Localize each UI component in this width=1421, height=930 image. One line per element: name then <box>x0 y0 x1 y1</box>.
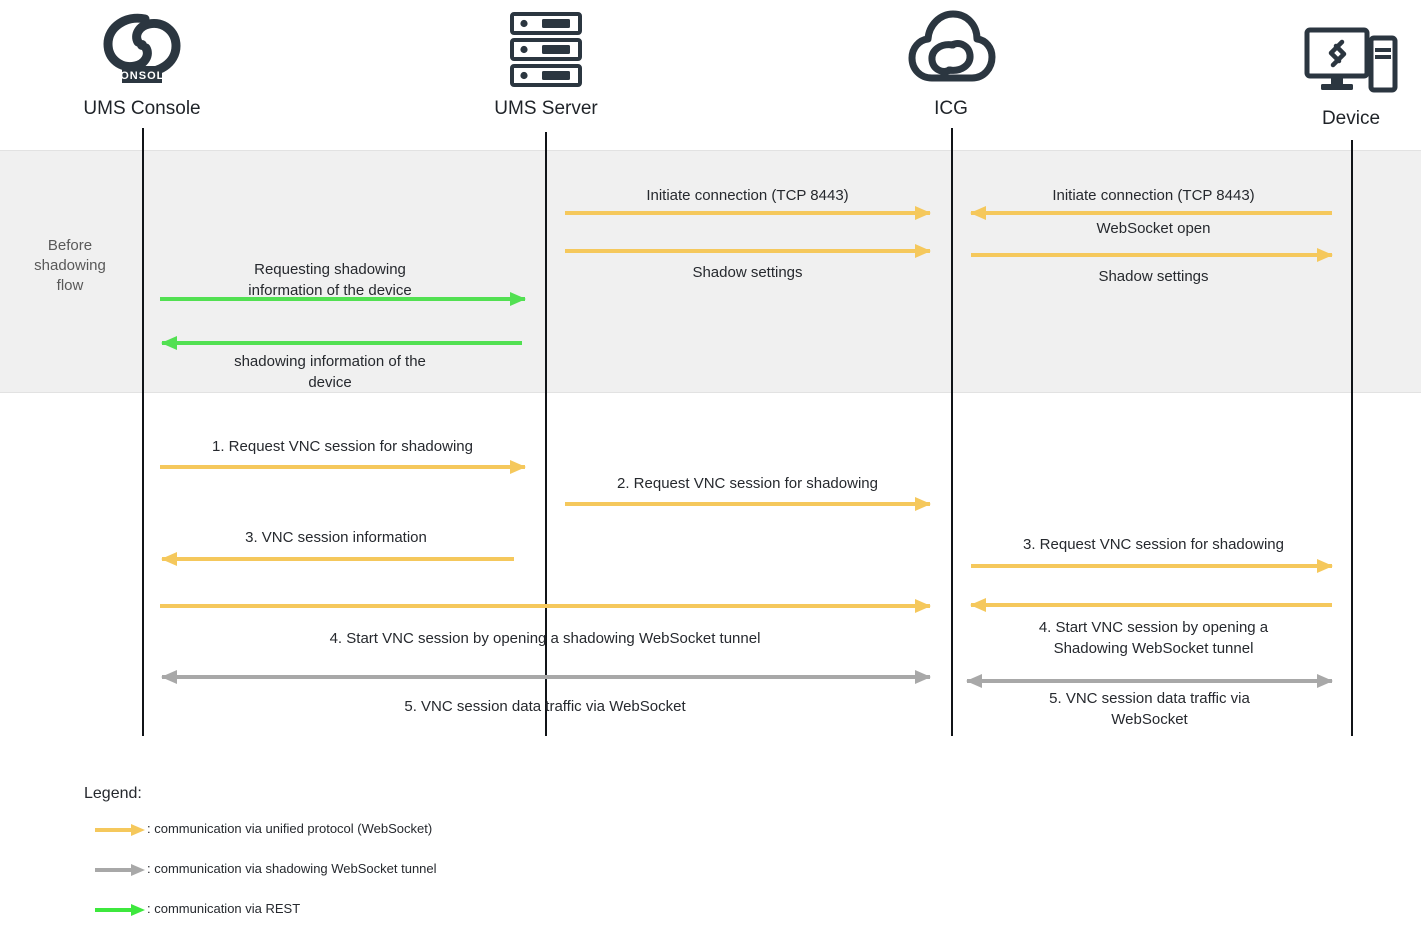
legend-text-rest: : communication via REST <box>147 901 301 916</box>
msg-label-step3-right: 3. Request VNC session for shadowing <box>1023 536 1284 553</box>
arrowhead-right-icon <box>131 824 145 836</box>
band-label: Before shadowing flow <box>34 237 106 294</box>
legend-text-shadowing-tunnel: : communication via shadowing WebSocket … <box>147 861 437 876</box>
cloud-gateway-icon <box>831 4 1071 96</box>
legend-arrow-shaft <box>95 828 131 832</box>
arrow-shaft <box>162 557 514 561</box>
actor-label-ums-server: UMS Server <box>494 98 598 119</box>
msg-label-step3-left: 3. VNC session information <box>245 529 427 546</box>
desktop-device-icon <box>1231 14 1421 106</box>
msg-arrow-step5-left <box>161 670 931 684</box>
arrowhead-left-icon <box>970 598 986 612</box>
msg-label-websocket-open: WebSocket open <box>1096 220 1211 237</box>
legend-title: Legend: <box>84 785 142 802</box>
lifeline-device <box>1351 140 1353 736</box>
msg-label-step5-right: 5. VNC session data traffic via WebSocke… <box>1049 690 1250 728</box>
msg-label-initiate-connection-device-icg: Initiate connection (TCP 8443) <box>1052 187 1255 204</box>
arrowhead-right-icon <box>131 904 145 916</box>
msg-label-initiate-connection-server-icg: Initiate connection (TCP 8443) <box>646 187 849 204</box>
msg-arrow-initiate-connection-device-icg <box>970 206 1332 220</box>
msg-arrow-step1 <box>160 460 526 474</box>
actor-label-ums-console: UMS Console <box>83 98 201 119</box>
arrow-shaft <box>971 603 1332 607</box>
svg-text:CONSOLE: CONSOLE <box>111 70 172 82</box>
arrowhead-right-icon <box>915 206 931 220</box>
arrow-shaft <box>565 502 930 506</box>
legend-arrow-yellow-icon <box>95 824 145 836</box>
legend-arrow-gray-icon <box>95 864 145 876</box>
arrow-shaft <box>160 465 525 469</box>
msg-arrow-step4-left <box>160 599 931 613</box>
arrowhead-left-icon <box>966 674 982 688</box>
arrowhead-left-icon <box>970 206 986 220</box>
arrowhead-left-icon <box>161 670 177 684</box>
arrowhead-right-icon <box>915 244 931 258</box>
msg-label-requesting-shadowing-info: Requesting shadowing information of the … <box>248 261 412 299</box>
arrow-shaft <box>971 211 1332 215</box>
lifeline-icg <box>951 128 953 736</box>
arrowhead-right-icon <box>1317 559 1333 573</box>
actor-device: Device <box>1231 14 1421 130</box>
arrowhead-right-icon <box>510 292 526 306</box>
arrowhead-right-icon <box>915 599 931 613</box>
arrow-shaft <box>160 604 930 608</box>
msg-arrow-shadowing-info <box>161 336 522 350</box>
msg-label-step4-left: 4. Start VNC session by opening a shadow… <box>329 630 761 647</box>
arrow-shaft <box>565 249 930 253</box>
arrow-shaft <box>565 211 930 215</box>
msg-arrow-initiate-connection-server-icg <box>565 206 931 220</box>
msg-arrow-step3-right <box>971 559 1333 573</box>
arrow-shaft <box>160 297 525 301</box>
arrowhead-right-icon <box>915 497 931 511</box>
msg-label-step5-left: 5. VNC session data traffic via WebSocke… <box>404 698 686 715</box>
arrowhead-left-icon <box>161 552 177 566</box>
msg-arrow-step3-left <box>161 552 514 566</box>
msg-label-step1: 1. Request VNC session for shadowing <box>212 438 473 455</box>
actor-ums-console: CONSOLE UMS Console <box>22 4 262 120</box>
actor-icg: ICG <box>831 4 1071 120</box>
arrowhead-right-icon <box>1317 248 1333 262</box>
arrowhead-right-icon <box>131 864 145 876</box>
msg-label-shadow-settings-server-icg: Shadow settings <box>692 264 803 281</box>
arrow-shaft <box>162 341 522 345</box>
msg-arrow-websocket-open <box>971 248 1333 262</box>
actor-label-device: Device <box>1321 108 1381 129</box>
server-rack-icon <box>426 4 666 96</box>
arrow-shaft <box>971 253 1332 257</box>
msg-arrow-step5-right <box>966 674 1333 688</box>
before-shadowing-flow-band <box>0 150 1421 393</box>
arrow-shaft <box>967 679 1332 683</box>
msg-arrow-shadow-settings-server-icg <box>565 244 931 258</box>
arrowhead-right-icon <box>1317 674 1333 688</box>
legend-arrow-shaft <box>95 908 131 912</box>
arrowhead-left-icon <box>161 336 177 350</box>
actor-ums-server: UMS Server <box>426 4 666 120</box>
msg-arrow-step2 <box>565 497 931 511</box>
arrowhead-right-icon <box>510 460 526 474</box>
msg-arrow-step4-right <box>970 598 1332 612</box>
legend-arrow-green-icon <box>95 904 145 916</box>
arrow-shaft <box>162 675 930 679</box>
legend-text-unified-protocol: : communication via unified protocol (We… <box>147 821 433 836</box>
msg-label-shadowing-info: shadowing information of the device <box>234 353 426 391</box>
msg-label-step2: 2. Request VNC session for shadowing <box>617 475 878 492</box>
arrow-shaft <box>971 564 1332 568</box>
msg-label-step4-right: 4. Start VNC session by opening a Shadow… <box>1038 619 1269 657</box>
arrowhead-right-icon <box>915 670 931 684</box>
msg-arrow-requesting-shadowing-info <box>160 292 526 306</box>
msg-label-shadow-settings-icg-device: Shadow settings <box>1098 268 1209 285</box>
lifeline-ums-console <box>142 128 144 736</box>
actor-label-icg: ICG <box>934 98 968 119</box>
legend-arrow-shaft <box>95 868 131 872</box>
lifeline-ums-server <box>545 132 547 736</box>
igel-console-logo-icon: CONSOLE <box>22 4 262 96</box>
